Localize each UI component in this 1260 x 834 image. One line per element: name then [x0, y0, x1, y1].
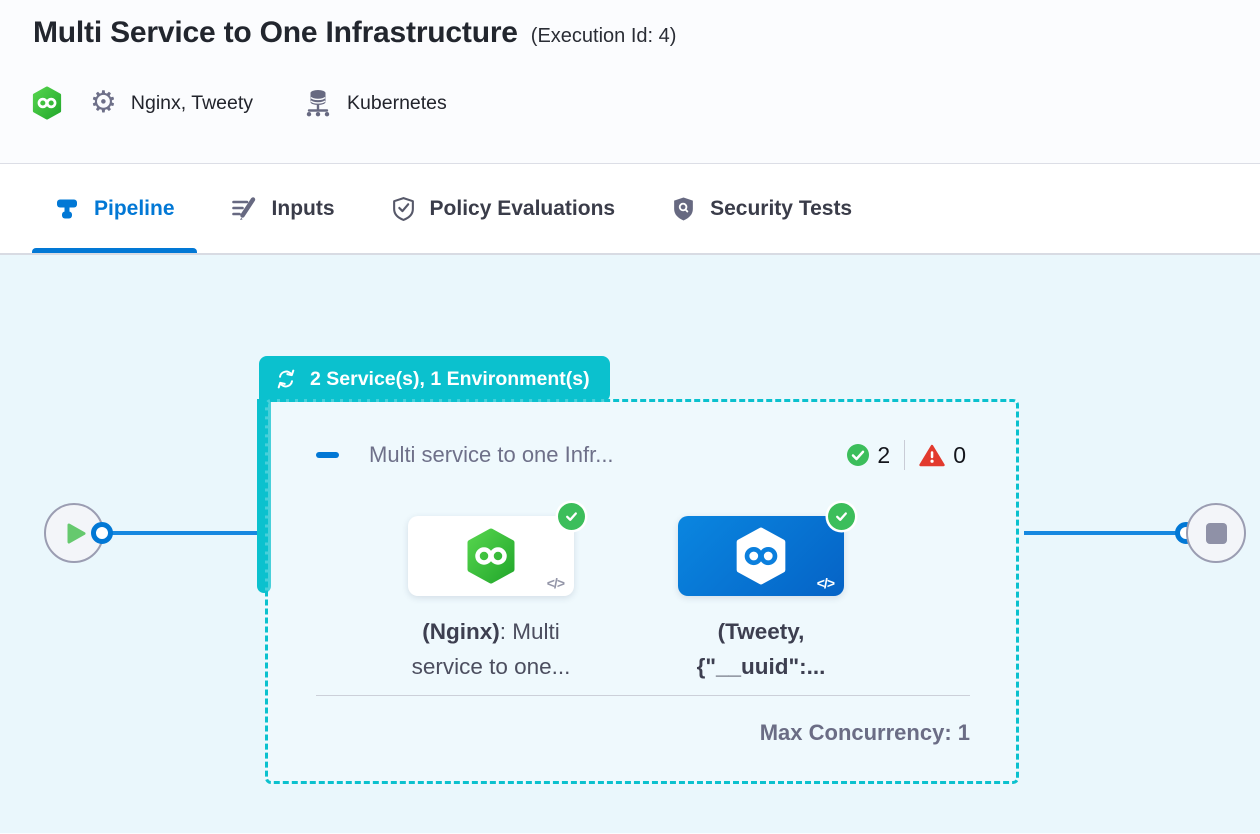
pipeline-start-node[interactable]	[44, 503, 104, 563]
tab-security-tests[interactable]: Security Tests	[649, 164, 874, 253]
pipeline-edge-right	[1024, 531, 1186, 535]
loop-icon	[274, 367, 298, 391]
execution-tabbar: Pipeline Inputs	[0, 163, 1260, 253]
code-icon: </>	[546, 575, 565, 591]
infrastructure-icon	[303, 88, 333, 118]
service-card-nginx[interactable]: </>	[408, 503, 585, 596]
start-connector-ring	[91, 522, 113, 544]
active-tab-underline	[32, 248, 197, 253]
stage-group-box: Multi service to one Infr... 2	[265, 399, 1019, 784]
service-label-tweety: (Tweety, {"__uuid":...	[696, 619, 826, 679]
stage-services-badge[interactable]: 2 Service(s), 1 Environment(s)	[259, 356, 610, 402]
stage-badge-label: 2 Service(s), 1 Environment(s)	[310, 367, 590, 390]
inputs-edit-icon	[231, 196, 258, 221]
max-concurrency-label: Max Concurrency: 1	[759, 720, 970, 745]
tab-label: Policy Evaluations	[429, 196, 616, 220]
harness-logo-icon	[32, 86, 62, 120]
success-check-badge	[828, 503, 855, 530]
stage-divider	[316, 695, 970, 696]
pipeline-canvas: 2 Service(s), 1 Environment(s) Multi ser…	[0, 253, 1260, 833]
counter-divider	[904, 440, 906, 470]
tab-label: Pipeline	[94, 196, 175, 220]
success-count: 2	[877, 441, 891, 468]
tab-pipeline[interactable]: Pipeline	[32, 164, 197, 253]
gear-icon: ⚙	[90, 86, 117, 119]
pipeline-end-node[interactable]	[1186, 503, 1246, 563]
stage-title[interactable]: Multi service to one Infr...	[369, 442, 614, 467]
service-label-nginx: (Nginx): Multi service to one...	[411, 619, 571, 679]
tab-inputs[interactable]: Inputs	[209, 164, 357, 253]
stop-icon	[1205, 522, 1227, 544]
shield-scan-icon	[671, 196, 696, 222]
tab-policy-evaluations[interactable]: Policy Evaluations	[369, 164, 638, 253]
error-count: 0	[953, 441, 966, 468]
success-check-badge	[558, 503, 585, 530]
play-icon	[67, 523, 85, 543]
tab-label: Security Tests	[710, 196, 853, 220]
execution-meta: ⚙ Nginx, Tweety Kubernetes	[32, 84, 447, 122]
tab-label: Inputs	[271, 196, 335, 220]
collapse-minus-icon[interactable]	[316, 452, 339, 458]
error-warning-icon	[919, 444, 945, 467]
code-icon: </>	[816, 575, 835, 591]
title-row: Multi Service to One Infrastructure (Exe…	[33, 16, 676, 50]
page-title: Multi Service to One Infrastructure	[33, 16, 518, 49]
execution-header: Multi Service to One Infrastructure (Exe…	[0, 0, 1260, 163]
success-check-icon	[847, 444, 870, 466]
harness-service-icon	[736, 527, 786, 585]
pipeline-icon	[54, 196, 80, 222]
services-label: Nginx, Tweety	[130, 91, 254, 114]
service-card-tweety[interactable]: </>	[678, 503, 855, 596]
infrastructure-label: Kubernetes	[347, 91, 447, 114]
stage-status-counters: 2 0	[847, 440, 966, 470]
execution-id: (Execution Id: 4)	[530, 25, 677, 47]
pipeline-edge-left	[74, 531, 266, 535]
harness-service-icon	[467, 528, 515, 584]
stage-header: Multi service to one Infr... 2	[316, 440, 966, 470]
shield-check-icon	[391, 196, 416, 222]
